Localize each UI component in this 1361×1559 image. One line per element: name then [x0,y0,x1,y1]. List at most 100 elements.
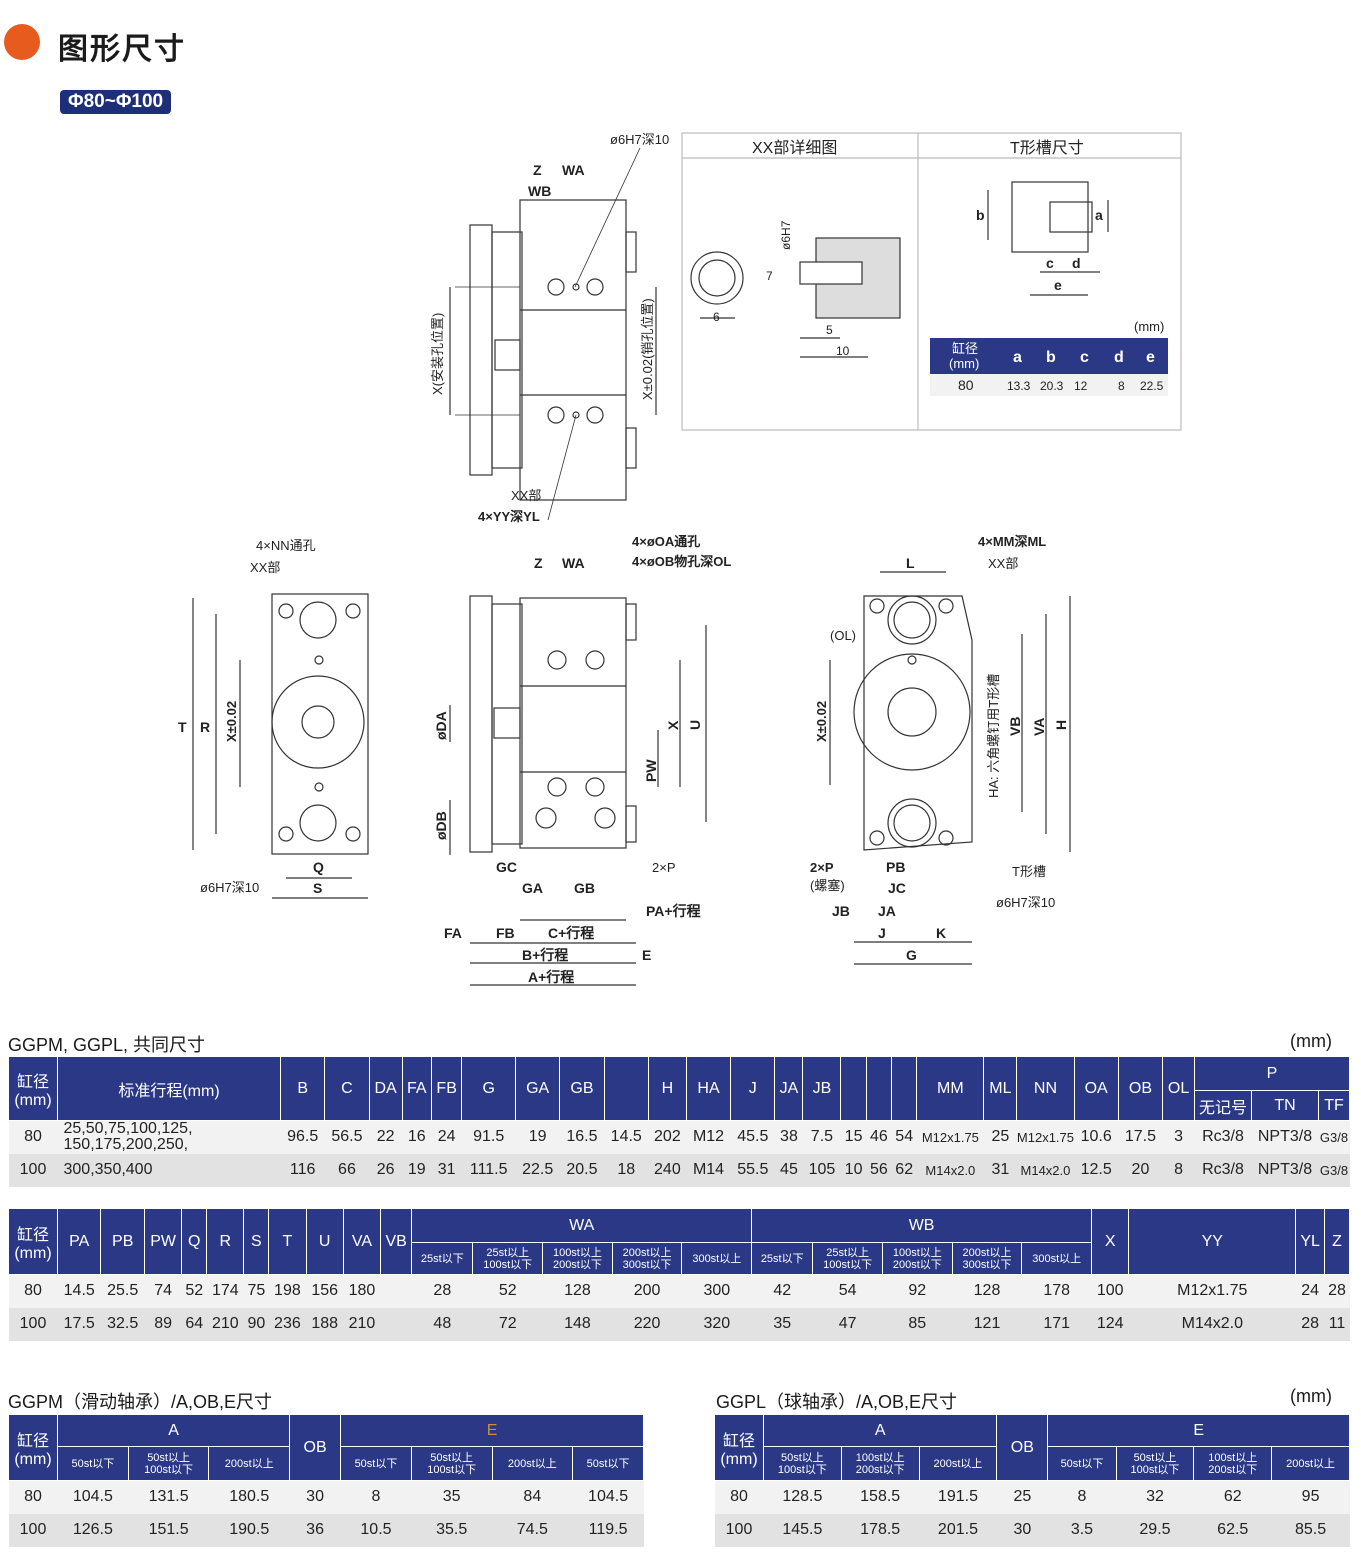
right-pin-label: ø6H7深10 [996,895,1055,910]
table-cell: 56 [866,1153,892,1187]
tslot-title: T形槽尺寸 [1010,139,1084,157]
table-header-cell: 100st以上 200st以下 [1193,1446,1273,1481]
table-cell: 10 [840,1153,867,1187]
table-cell: 104.5 [57,1480,129,1514]
col-c: C [324,1056,370,1121]
table-cell: 104.5 [572,1480,644,1514]
table-cell: 47 [812,1307,883,1341]
table-cell: 151.5 [128,1513,209,1547]
mid-x-label: X [665,720,681,730]
table-header-cell: 200st以上 300st以下 [951,1242,1023,1275]
wa-label: WA [562,162,585,178]
a-stroke-label: A+行程 [528,969,574,985]
pa-label: PA+行程 [646,903,701,919]
common-caption: GGPM, GGPL, 共同尺寸 [8,1035,206,1055]
col-stroke: 标准行程(mm) [57,1056,281,1121]
s-label: S [313,880,322,896]
table-cell: 171 [1021,1307,1092,1341]
table-cell: M14 [686,1153,731,1187]
detail-five: 5 [826,323,833,337]
table-header-cell: 300st以上 [681,1242,753,1275]
table-cell: 66 [324,1153,370,1187]
table-header-cell: 200st以上 [491,1446,574,1481]
table-cell: 148 [542,1307,613,1341]
table-header-cell: R [206,1208,245,1275]
table-header-cell: U [305,1208,344,1275]
gb-label: GB [574,880,595,896]
detail-six: 6 [713,310,720,324]
table-header-cell: VB [380,1208,413,1275]
table-cell: 46 [866,1120,892,1154]
table-cell: M12x1.75 [916,1120,984,1154]
table-cell: 55.5 [730,1153,775,1187]
page-title: 图形尺寸 [58,33,186,66]
table-header-cell: A [762,1414,998,1447]
drawing-label: (mm) [949,356,979,371]
table-cell: 19 [515,1120,560,1154]
table-header-cell: 25st以下 [411,1242,474,1275]
col-j: J [730,1056,776,1121]
table-header-cell: VA [342,1208,382,1275]
table-cell: 90 [243,1307,269,1341]
right-xx-label: XX部 [988,556,1018,571]
ggpl-table: 缸径 (mm) A OB E 50st以上 100st以下 100st以上 20… [714,1414,1350,1547]
b-stroke-label: B+行程 [522,947,568,963]
table-cell: 174 [206,1274,244,1308]
table-cell: 54 [812,1274,883,1308]
jc-label: JC [888,880,906,896]
c-stroke-label: C+行程 [548,925,594,941]
col-blank-2 [840,1056,867,1121]
table-cell: M12 [686,1120,731,1154]
wb-label: WB [528,183,551,199]
table-cell: 201.5 [919,1513,997,1547]
table-cell: 74 [144,1274,182,1308]
table-cell: Rc3/8 [1194,1153,1252,1187]
table-header-cell: PA [56,1208,102,1275]
table-cell: 145.5 [763,1513,842,1547]
table-cell: M14x2.0 [916,1153,984,1187]
x-pin-label: X±0.02(销孔位置) [640,298,655,400]
table-cell: 45 [774,1153,803,1187]
right-x-label: X±0.02 [814,701,829,742]
table-header-cell: 25st以上 100st以下 [812,1242,883,1275]
va-label: VA [1031,718,1047,736]
plug-label: (螺塞) [810,878,845,893]
table-cell: 156 [306,1274,344,1308]
detail-h7: ø6H7 [779,220,793,250]
mid-wa-label: WA [562,555,585,571]
col-ha: HA [685,1056,732,1121]
table-cell: 35 [751,1307,813,1341]
table-cell: G3/8 [1318,1153,1350,1187]
tslot-v-e: 22.5 [1140,379,1164,393]
ob-label: 4×øOB物孔深OL [632,554,731,569]
pin-label: ø6H7深10 [610,132,669,147]
fa-label: FA [444,925,462,941]
table-cell: 8 [1047,1480,1117,1514]
table-cell: 52 [472,1274,543,1308]
table-header-cell: YY [1128,1208,1297,1275]
table-cell: 178 [1021,1274,1092,1308]
col-ja: JA [774,1056,804,1121]
table-cell: 16 [402,1120,432,1154]
col-ml: ML [983,1056,1018,1121]
table-header-cell: 200st以上 [1271,1446,1350,1481]
table-cell: 8 [1162,1153,1195,1187]
table-cell: 10.5 [340,1513,412,1547]
left-pin-label: ø6H7深10 [200,880,259,895]
table-cell: 62 [891,1153,917,1187]
table-cell: 128.5 [763,1480,842,1514]
col-p-tn: TN [1251,1090,1319,1121]
table-cell: M14x2.0 [1128,1307,1296,1341]
detail-ten: 10 [836,344,850,358]
detail-title: XX部详细图 [752,139,837,157]
tslot-h-e: e [1146,349,1155,366]
col-gb: GB [559,1056,605,1121]
table-cell: 16.5 [559,1120,605,1154]
h-label: H [1053,720,1069,730]
left-xx-label: XX部 [250,560,280,575]
col-mm: MM [916,1056,985,1121]
detail-seven: 7 [766,269,773,283]
